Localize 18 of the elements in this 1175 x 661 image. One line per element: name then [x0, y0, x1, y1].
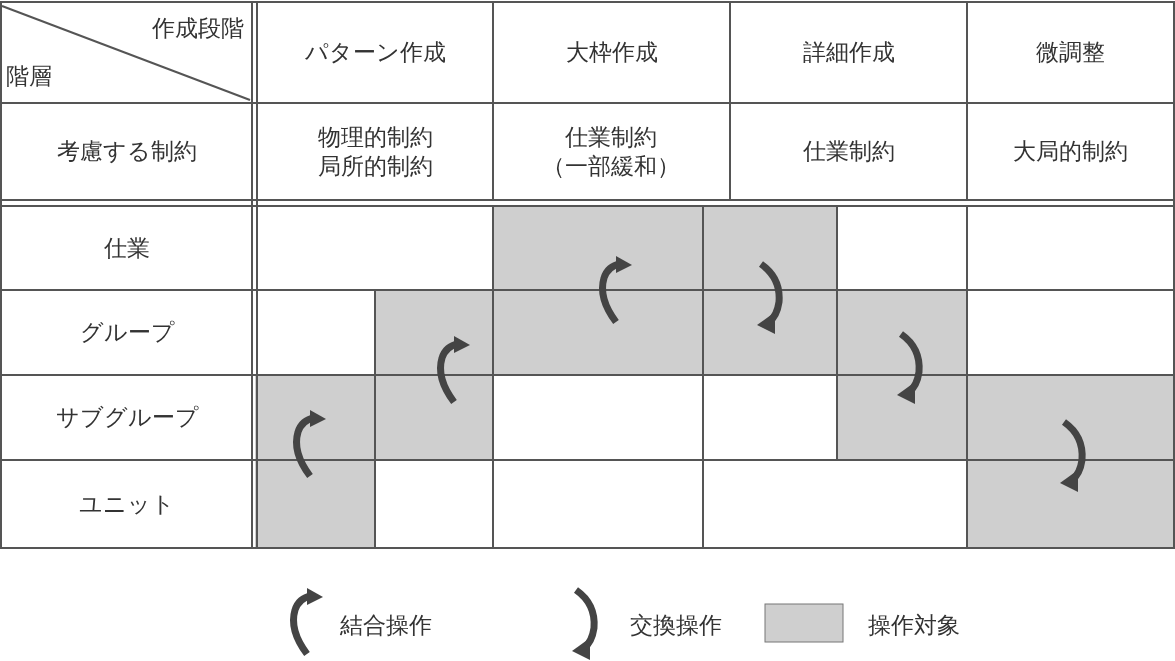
row-header: ユニット [79, 489, 175, 519]
constraint-text: 仕業制約（一部緩和） [541, 122, 682, 181]
column-header: 微調整 [1036, 38, 1105, 67]
constraint-text: 物理的制約局所的制約 [316, 122, 434, 181]
row-header: 仕業 [104, 233, 150, 263]
row-header: 考慮する制約 [57, 137, 197, 166]
row-header-title: 階層 [6, 61, 52, 91]
column-header: 大枠作成 [565, 38, 658, 67]
column-header: 詳細作成 [802, 38, 895, 67]
legend-label: 操作対象 [868, 610, 960, 640]
constraint-text: 大局的制約 [1013, 137, 1128, 166]
legend-label: 交換操作 [630, 610, 722, 640]
row-header: サブグループ [55, 403, 199, 432]
legend-label: 結合操作 [340, 610, 432, 640]
column-header-title: 作成段階 [152, 13, 244, 43]
constraint-text: 仕業制約 [802, 137, 895, 166]
row-header: グループ [79, 318, 175, 347]
column-header: パターン作成 [304, 38, 446, 67]
